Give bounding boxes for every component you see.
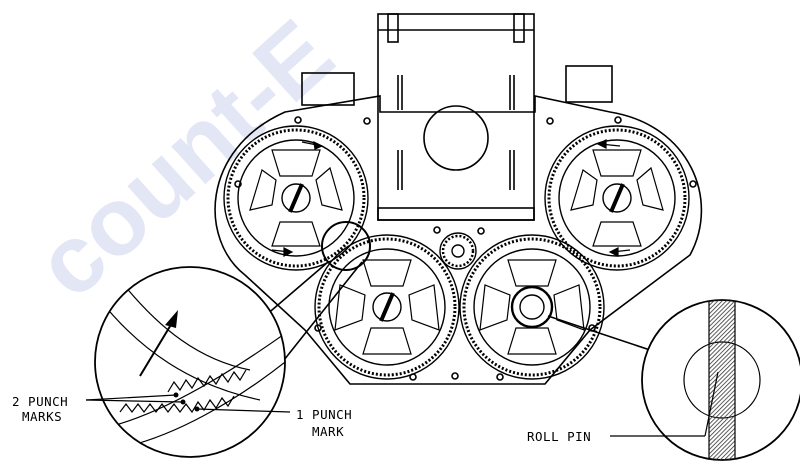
callout-1-punch-mark-line2: MARK [312, 424, 345, 439]
shaft-keys [288, 183, 625, 322]
callout-leaders [85, 371, 719, 437]
left-leader-lower [283, 261, 363, 361]
left-zoom-detail [94, 266, 286, 458]
callout-2-punch-marks-line1: 2 PUNCH [12, 394, 69, 409]
callout-roll-pin: ROLL PIN [527, 429, 592, 444]
housing [214, 13, 703, 385]
roll-pin-shape [708, 300, 736, 460]
callout-2-punch-marks-line2: MARKS [22, 409, 63, 424]
rotation-arrows [271, 139, 631, 257]
gear-spokes [249, 149, 664, 355]
right-zoom-detail [641, 299, 800, 461]
right-leader [547, 315, 666, 356]
gear-wheels [223, 125, 690, 380]
mesh-detail-marker [321, 221, 371, 271]
callout-1-punch-mark-line1: 1 PUNCH [296, 407, 353, 422]
